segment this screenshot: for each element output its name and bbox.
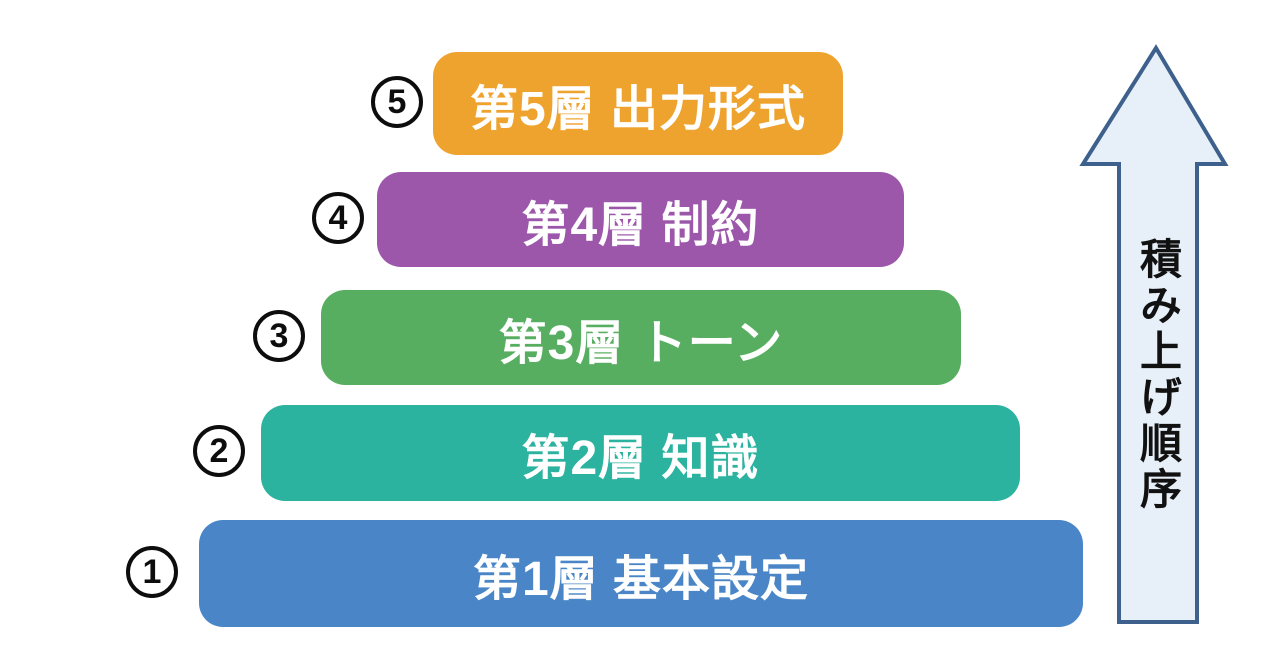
number-badge-4: 4 bbox=[312, 192, 364, 244]
up-arrow-icon bbox=[1079, 44, 1229, 624]
number-badge-3: 3 bbox=[253, 310, 305, 362]
number-badge-2: 2 bbox=[193, 425, 245, 477]
layer-label-2: 第2層 知識 bbox=[521, 432, 760, 485]
arrow-label: 積み上げ順序 bbox=[1134, 237, 1182, 513]
layer-label-1: 第1層 基本設定 bbox=[472, 552, 810, 606]
layer-bar-2: 第2層 知識 bbox=[261, 405, 1020, 501]
number-badge-5: 5 bbox=[371, 76, 423, 128]
up-arrow-shape bbox=[1079, 44, 1229, 624]
layer-label-5: 第5層 出力形式 bbox=[469, 82, 807, 136]
layer-bar-1: 第1層 基本設定 bbox=[199, 520, 1083, 627]
layer-label-3: 第3層 トーン bbox=[498, 316, 784, 370]
layer-bar-4: 第4層 制約 bbox=[377, 172, 904, 267]
layer-bar-5: 第5層 出力形式 bbox=[433, 52, 843, 155]
layer-label-4: 第4層 制約 bbox=[521, 198, 760, 252]
layer-bar-3: 第3層 トーン bbox=[321, 290, 961, 385]
number-badge-1: 1 bbox=[126, 546, 178, 598]
